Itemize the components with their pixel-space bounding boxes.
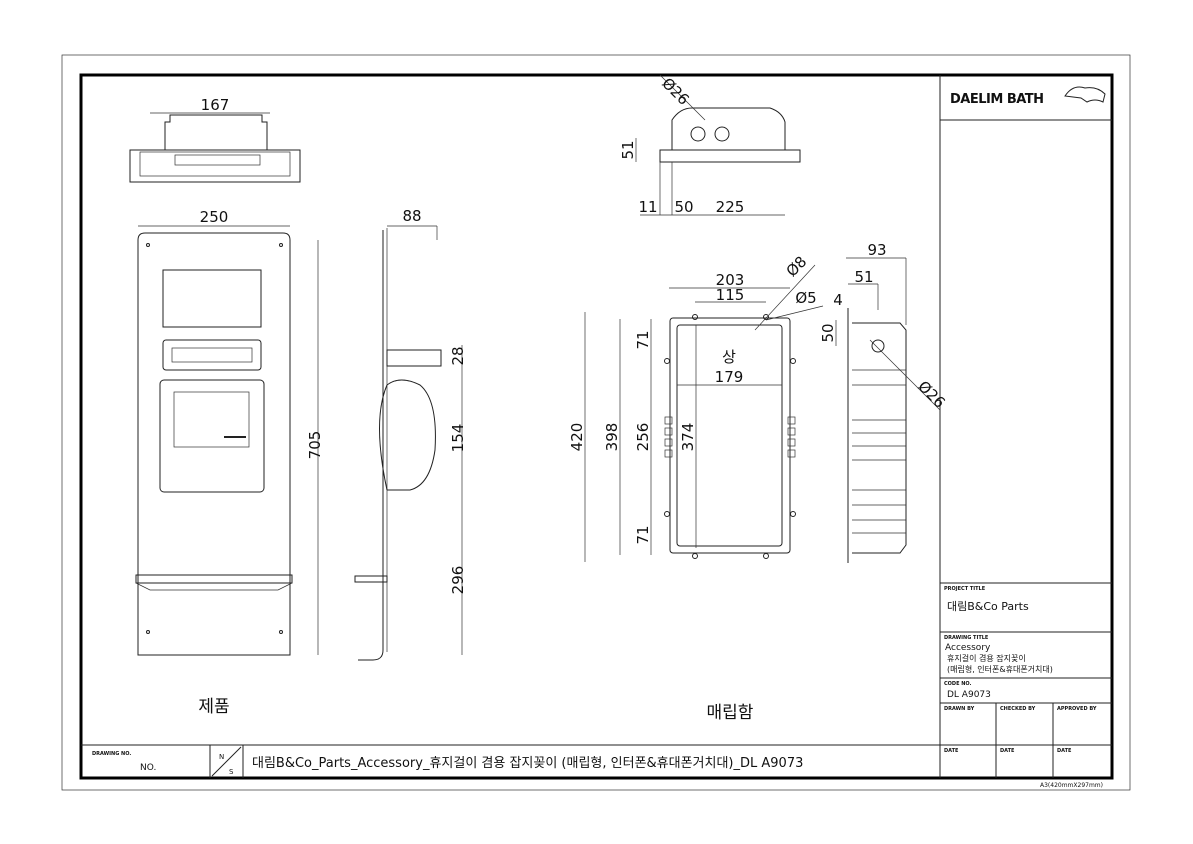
scale-s: S — [229, 768, 234, 776]
dim-text: 88 — [402, 207, 421, 225]
dim-text: 250 — [200, 208, 229, 226]
dim-text: 50 — [819, 323, 837, 342]
product-top-view: 167 — [129, 96, 301, 183]
dim-text: 154 — [449, 424, 467, 453]
dim-text: 256 — [634, 423, 652, 452]
date-label: DATE — [1057, 748, 1072, 754]
product-side-view: 88 28 154 296 — [354, 207, 467, 661]
approved-by-label: APPROVED BY — [1057, 706, 1097, 712]
dim-text: 225 — [716, 198, 745, 216]
outer-border — [61, 54, 1131, 791]
dim-text: Ø26 — [914, 377, 949, 412]
sheet-size: A3(420mmX297mm) — [1040, 782, 1103, 789]
drawn-by-label: DRAWN BY — [944, 706, 975, 712]
file-name: 대림B&Co_Parts_Accessory_휴지걸이 겸용 잡지꽂이 (매립형… — [252, 756, 803, 771]
dim-text: 179 — [715, 368, 744, 386]
dim-text: Ø5 — [795, 289, 816, 307]
dim-text: 상 — [722, 348, 736, 366]
dim-text: 167 — [201, 96, 230, 114]
dim-text: 398 — [603, 423, 621, 452]
dim-text: 93 — [867, 241, 886, 259]
drawing-title-label: DRAWING TITLE — [944, 635, 989, 641]
project-title: 대림B&Co Parts — [947, 600, 1029, 613]
product-front-view: 250 705 제품 — [135, 208, 324, 717]
view-label-product: 제품 — [198, 697, 229, 717]
drawing-no: NO. — [140, 763, 156, 773]
dim-text: 51 — [854, 268, 873, 286]
code-no: DL A9073 — [947, 690, 991, 700]
dim-text: 11 — [638, 198, 657, 216]
dim-text: Ø8 — [783, 253, 811, 281]
inner-frame — [79, 73, 1114, 780]
dim-text: 4 — [833, 291, 843, 309]
dim-text: 51 — [619, 140, 637, 159]
code-label: CODE NO. — [944, 681, 972, 687]
dim-text: 50 — [674, 198, 693, 216]
view-label-box: 매립함 — [707, 703, 754, 723]
checked-by-label: CHECKED BY — [1000, 706, 1036, 712]
polar-bear-logo-icon — [1064, 86, 1106, 103]
project-title-label: PROJECT TITLE — [944, 586, 986, 592]
box-top-view: Ø26 51 11 50 225 — [619, 74, 801, 216]
dim-text: 374 — [679, 423, 697, 452]
dim-text: 115 — [716, 286, 745, 304]
dim-text: 420 — [568, 423, 586, 452]
dim-text: 71 — [634, 330, 652, 349]
date-label: DATE — [944, 748, 959, 754]
drawing-title-line: (매립형, 인터폰&휴대폰거치대) — [947, 664, 1053, 674]
title-block: DAELIM BATH PROJECT TITLE 대림B&Co Parts D… — [939, 75, 1112, 778]
dim-text: 71 — [634, 525, 652, 544]
drawing-title-line: 휴지걸이 겸용 잡지꽂이 — [947, 653, 1026, 663]
box-side-view: 93 51 4 50 Ø26 — [819, 241, 949, 563]
dim-text: 296 — [449, 566, 467, 595]
dim-text: 705 — [306, 431, 324, 460]
drawing-no-label: DRAWING NO. — [92, 751, 131, 757]
date-label: DATE — [1000, 748, 1015, 754]
dim-text: Ø26 — [658, 74, 693, 109]
dim-text: 28 — [449, 346, 467, 365]
box-front-view: 203 115 Ø8 Ø5 상 179 420 398 256 374 71 7… — [568, 253, 824, 723]
dim-text: 203 — [716, 271, 745, 289]
drawing-title-line: Accessory — [945, 643, 991, 653]
bottom-strip: DRAWING NO. NO. N S 대림B&Co_Parts_Accesso… — [81, 744, 940, 778]
logo: DAELIM BATH — [950, 92, 1044, 107]
scale-n: N — [219, 753, 224, 761]
